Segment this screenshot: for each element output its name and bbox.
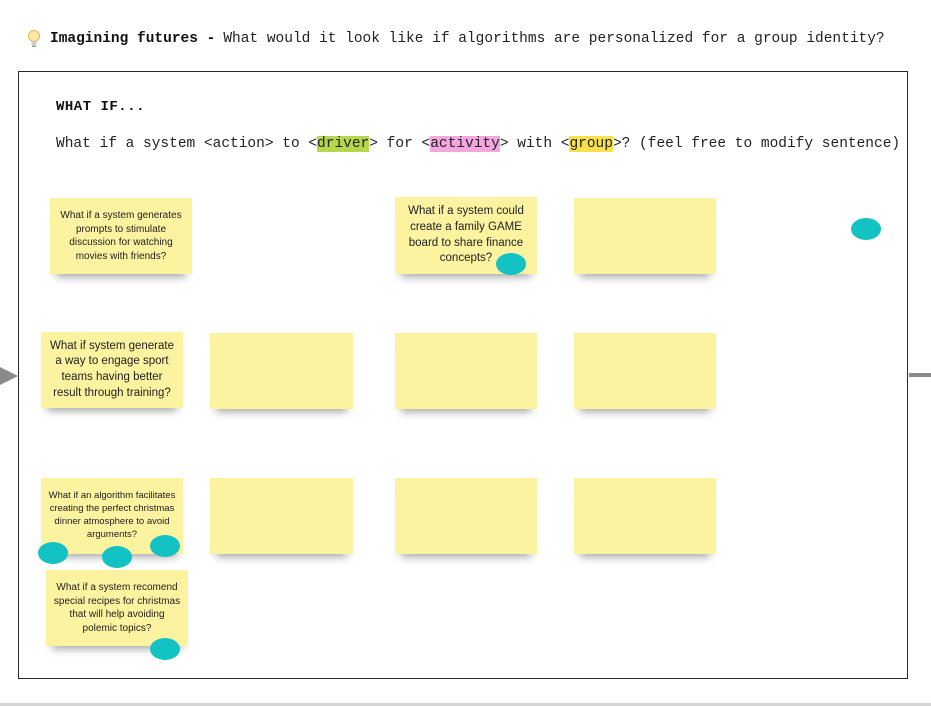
sticky-note[interactable]: What if system generate a way to engage … [41,332,183,408]
sticky-note[interactable] [210,333,353,409]
sticky-note[interactable] [574,333,716,409]
sticky-note[interactable] [395,333,537,409]
connector-arrow-left[interactable] [0,367,18,385]
template-part: > with < [499,136,570,152]
driver-highlight: driver [317,136,370,152]
vote-dot[interactable] [150,535,180,557]
sticky-note[interactable] [210,478,353,554]
activity-highlight: activity [430,136,500,152]
group-highlight: group [569,136,613,152]
sticky-text: What if a system recomend special recipe… [53,582,181,634]
sticky-text: What if a system could create a family G… [408,205,524,265]
sticky-note[interactable]: What if a system recomend special recipe… [46,570,188,646]
sticky-note[interactable] [574,478,716,554]
sticky-note[interactable] [574,198,716,274]
template-part: What if a system <action> to < [56,136,318,152]
vote-dot[interactable] [496,253,526,275]
header-title: Imagining futures - [50,31,216,47]
canvas-bottom-divider [0,703,931,706]
vote-dot[interactable] [851,218,881,240]
template-part: > for < [369,136,431,152]
sticky-note[interactable] [395,478,537,554]
sticky-note[interactable]: What if a system generates prompts to st… [50,198,192,274]
vote-dot[interactable] [38,542,68,564]
frame-heading: WHAT IF... [56,99,146,115]
connector-line-right[interactable] [909,373,931,377]
sentence-template: What if a system <action> to <driver> fo… [56,136,900,152]
vote-dot[interactable] [150,638,180,660]
header-subtitle: What would it look like if algorithms ar… [223,31,885,47]
sticky-note[interactable]: What if a system could create a family G… [395,197,537,274]
board-header: Imagining futures - What would it look l… [26,28,885,50]
sticky-text: What if an algorithm facilitates creatin… [48,490,176,540]
template-part: >? (feel free to modify sentence) [612,136,901,152]
lightbulb-icon [28,30,40,47]
vote-dot[interactable] [102,546,132,568]
sticky-text: What if system generate a way to engage … [50,339,174,399]
sticky-text: What if a system generates prompts to st… [60,210,182,262]
